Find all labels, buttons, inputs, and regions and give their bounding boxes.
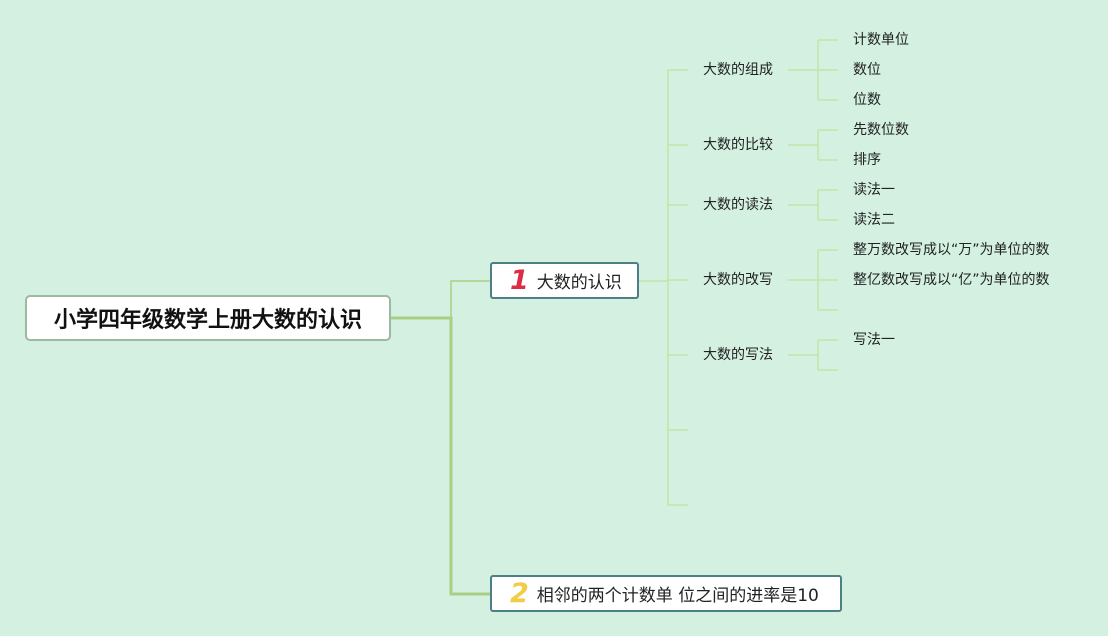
subtopic-writing[interactable]: 大数的写法 <box>703 347 773 363</box>
topic-node-1[interactable]: 1 大数的认识 <box>490 262 639 299</box>
leaf-ordering[interactable]: 排序 <box>853 152 881 168</box>
leaf-counting-unit[interactable]: 计数单位 <box>853 32 909 48</box>
leaf-rewrite-wan[interactable]: 整万数改写成以“万”为单位的数 <box>853 242 1050 258</box>
topic-label-2: 相邻的两个计数单 位之间的进率是10 <box>536 586 819 606</box>
leaf-digit-place[interactable]: 数位 <box>853 62 881 78</box>
branch-leaves-1 <box>788 39 838 101</box>
branch-leaves-5 <box>788 339 838 371</box>
leaf-writing-method-1[interactable]: 写法一 <box>853 332 895 348</box>
subtopic-rewriting[interactable]: 大数的改写 <box>703 272 773 288</box>
branch-leaves-2 <box>788 129 838 161</box>
leaf-number-of-digits[interactable]: 位数 <box>853 92 881 108</box>
topic-number-1: 1 <box>510 265 529 296</box>
root-label: 小学四年级数学上册大数的认识 <box>53 308 362 333</box>
subtopic-composition[interactable]: 大数的组成 <box>703 62 773 78</box>
branch-leaves-4 <box>788 249 838 311</box>
topic-number-2: 2 <box>510 578 529 609</box>
branch-root-topic-2 <box>391 316 490 596</box>
subtopic-reading[interactable]: 大数的读法 <box>703 197 773 213</box>
leaf-count-digits-first[interactable]: 先数位数 <box>853 122 909 138</box>
topic-node-2[interactable]: 2 相邻的两个计数单 位之间的进率是10 <box>490 575 842 612</box>
leaf-rewrite-yi[interactable]: 整亿数改写成以“亿”为单位的数 <box>853 272 1050 288</box>
subtopic-comparison[interactable]: 大数的比较 <box>703 137 773 153</box>
topic-label-1: 大数的认识 <box>536 273 622 293</box>
branch-leaves-3 <box>788 189 838 221</box>
root-node[interactable]: 小学四年级数学上册大数的认识 <box>25 295 391 341</box>
leaf-reading-method-1[interactable]: 读法一 <box>853 182 895 198</box>
leaf-reading-method-2[interactable]: 读法二 <box>853 212 895 228</box>
branch-subtopic-ticks <box>668 69 688 506</box>
branch-root-topic-1 <box>391 280 490 319</box>
